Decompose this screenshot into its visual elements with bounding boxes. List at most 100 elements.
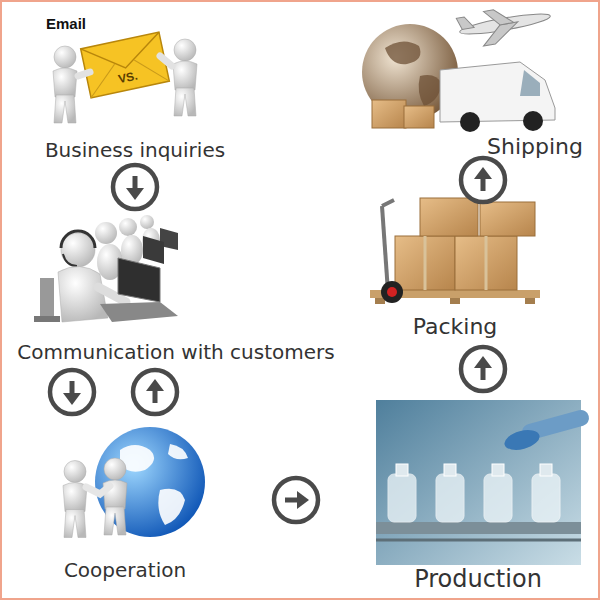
- arrow-connector: [461, 340, 505, 398]
- flow-arrow: [70, 364, 75, 420]
- bottle: [532, 464, 560, 522]
- arrow-connector: [133, 364, 177, 420]
- envelope-body: [81, 32, 170, 98]
- glove: [502, 427, 541, 454]
- laptop: [118, 258, 160, 302]
- bottle-neck: [444, 464, 456, 476]
- cardboard-box: [372, 100, 406, 128]
- operator-head: [95, 222, 117, 244]
- person-figure: [173, 39, 197, 116]
- process-step: Shipping: [474, 4, 596, 160]
- flow-arrow: [481, 340, 486, 398]
- wheel-hub: [387, 287, 397, 297]
- arrow-connector: [113, 162, 157, 212]
- operator-head: [119, 218, 137, 236]
- operator-head: [61, 233, 95, 267]
- bottle-neck: [492, 464, 504, 476]
- laptop: [143, 236, 164, 264]
- cooperation-illustration: [63, 427, 205, 538]
- flow-arrow: [133, 162, 138, 212]
- phone-stand: [40, 278, 54, 320]
- step-label: Communication with customers: [14, 340, 337, 364]
- bottle: [388, 464, 416, 522]
- conveyor-rail: [376, 539, 581, 542]
- person-figure: [63, 461, 87, 538]
- bottle-neck: [540, 464, 552, 476]
- factory-photo: [376, 400, 581, 565]
- laptop-base: [100, 302, 178, 322]
- hand-truck: [382, 206, 388, 292]
- step-label: Shipping: [484, 134, 586, 160]
- step-label: Packing: [410, 314, 501, 340]
- process-step: Cooperation: [30, 420, 220, 582]
- bottle-body: [436, 474, 464, 522]
- flow-arrow: [220, 498, 372, 503]
- cardboard-box: [480, 202, 535, 236]
- email-tag: Email: [46, 16, 86, 33]
- globe: [95, 427, 205, 537]
- bottle-body: [532, 474, 560, 522]
- worker-arm: [530, 418, 581, 432]
- step-label: Production: [411, 565, 545, 594]
- arrowhead: [63, 393, 81, 405]
- process-step: Communication with customers: [4, 212, 348, 364]
- arrow-circle: [461, 158, 505, 202]
- bottle: [436, 464, 464, 522]
- arrowhead: [297, 491, 309, 509]
- flow-arrow: [481, 160, 486, 200]
- bottle-body: [484, 474, 512, 522]
- cardboard-box: [420, 198, 478, 236]
- cardboard-box: [395, 236, 455, 290]
- flow-arrow: [153, 364, 158, 420]
- headset: [61, 231, 95, 248]
- bottle: [484, 464, 512, 522]
- envelope: [81, 32, 170, 98]
- figure-arm: [160, 56, 172, 66]
- email-illustration: [53, 32, 197, 123]
- shipping-illustration: [362, 0, 555, 132]
- arrow-connector: [50, 364, 94, 420]
- headset-mic: [63, 254, 77, 266]
- step-label: Cooperation: [61, 558, 189, 582]
- arrow-connector: [461, 158, 505, 202]
- production-illustration: [376, 400, 581, 565]
- handshake: [86, 486, 110, 494]
- arrowhead: [126, 188, 144, 200]
- arrow-connector: [220, 478, 372, 522]
- wheel: [381, 281, 403, 303]
- figure-arm: [78, 72, 90, 76]
- arrowhead: [474, 167, 492, 179]
- step-label: Business inquiries: [42, 138, 228, 162]
- airplane-wing: [480, 22, 521, 46]
- conveyor: [376, 522, 581, 534]
- process-step: Production: [372, 398, 584, 594]
- envelope-flap: [81, 32, 165, 76]
- airplane: [456, 0, 553, 50]
- airplane-tail: [456, 16, 474, 31]
- operator-head: [140, 215, 154, 229]
- bottle-neck: [396, 464, 408, 476]
- van-window: [520, 70, 540, 96]
- box-tape: [424, 236, 427, 290]
- hand-truck: [382, 200, 394, 206]
- arrowhead: [146, 379, 164, 391]
- continent: [385, 41, 421, 64]
- pallet-foot: [450, 298, 460, 304]
- continent: [158, 489, 185, 525]
- process-step: Packing: [350, 200, 560, 340]
- arrowhead: [474, 356, 492, 368]
- call-center-illustration: [34, 215, 178, 322]
- van-wheel: [523, 111, 543, 131]
- continent: [419, 75, 442, 106]
- van-wheel: [460, 112, 480, 132]
- envelope-mark: VS.: [115, 69, 141, 87]
- box-tape: [485, 236, 488, 290]
- pallet-foot: [525, 298, 535, 304]
- person-figure: [53, 46, 77, 123]
- packing-illustration: [370, 198, 540, 304]
- airplane-wing: [484, 7, 514, 28]
